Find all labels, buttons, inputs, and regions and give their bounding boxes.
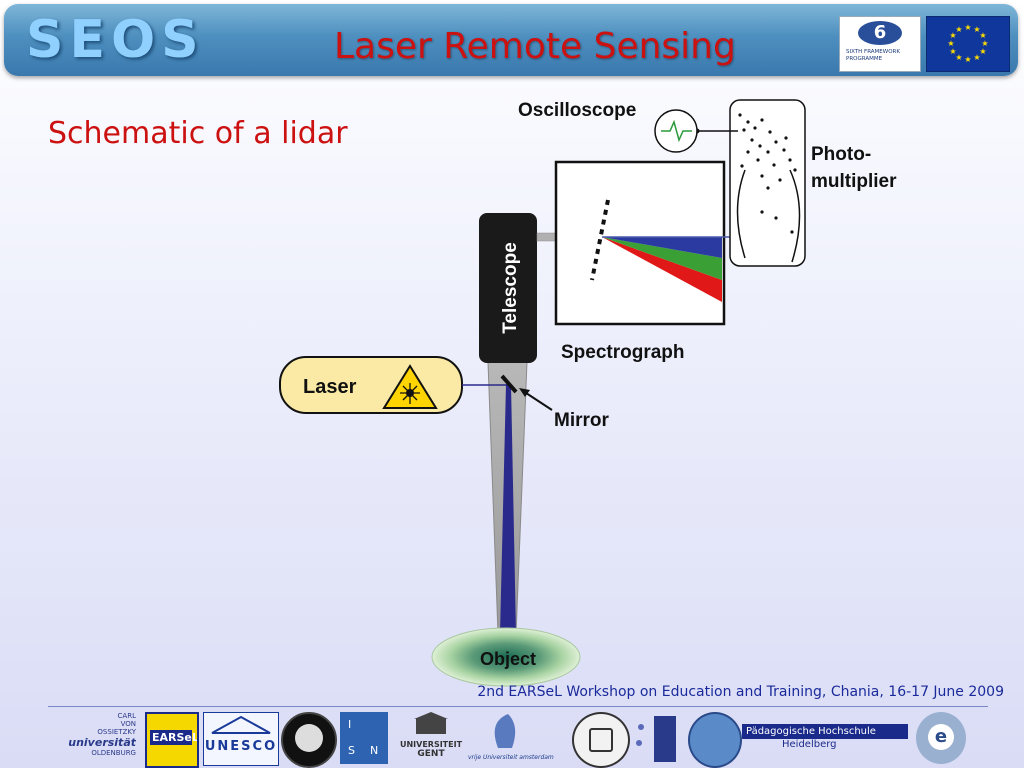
footer-caption: 2nd EARSeL Workshop on Education and Tra… bbox=[477, 684, 1004, 700]
spectrum-blue bbox=[602, 237, 722, 258]
header-bar: SEOS Laser Remote Sensing 6 SIXTH FRAMEW… bbox=[4, 4, 1018, 76]
heidelberg-logo: Pädagogische Hochschule Heidelberg bbox=[742, 712, 908, 764]
svg-text:★: ★ bbox=[955, 53, 962, 62]
dynode-curve-right bbox=[789, 169, 801, 263]
vu-logo: vrije Universiteit amsterdam bbox=[468, 712, 560, 764]
photon-dots bbox=[738, 113, 797, 234]
object-ellipse bbox=[431, 627, 581, 687]
dots-logo bbox=[632, 712, 682, 764]
e-logo: e bbox=[916, 712, 966, 764]
laser-sun-core bbox=[406, 389, 414, 397]
svg-text:★: ★ bbox=[973, 25, 980, 34]
spectrum-green bbox=[602, 237, 722, 280]
mirror bbox=[500, 374, 518, 394]
spectrum-red bbox=[602, 237, 722, 302]
oldenburg-logo: CARL VON OSSIETZKY universität OLDENBURG bbox=[68, 712, 136, 757]
isn-logo: I S N bbox=[340, 712, 388, 764]
temple-icon bbox=[211, 715, 271, 734]
fp6-logo: 6 SIXTH FRAMEWORK PROGRAMME bbox=[839, 16, 921, 72]
svg-text:★: ★ bbox=[949, 47, 956, 56]
photomultiplier-box bbox=[729, 99, 806, 267]
oscilloscope-label: Oscilloscope bbox=[518, 100, 636, 121]
gent-logo: UNIVERSITEIT GENT bbox=[398, 712, 464, 764]
photomultiplier-label-2: multiplier bbox=[811, 171, 897, 192]
mirror-arrow bbox=[522, 390, 553, 411]
griffin-icon bbox=[494, 714, 516, 748]
seal-logo-2 bbox=[572, 712, 630, 768]
svg-text:★: ★ bbox=[947, 39, 954, 48]
svg-text:★: ★ bbox=[981, 39, 988, 48]
fp6-mark-icon: 6 bbox=[858, 21, 902, 45]
globe-logo bbox=[688, 712, 742, 768]
fp6-logo-text: SIXTH FRAMEWORK PROGRAMME bbox=[846, 49, 900, 62]
unesco-logo: UNESCO bbox=[203, 712, 279, 766]
photomultiplier-label-1: Photo- bbox=[811, 144, 871, 165]
eu-stars-icon: ★★★ ★★★ ★★★ ★★★ bbox=[947, 23, 988, 64]
gent-building-icon bbox=[414, 712, 448, 734]
svg-text:★: ★ bbox=[979, 31, 986, 40]
oscilloscope-wave-icon bbox=[661, 119, 692, 143]
seos-logo: SEOS bbox=[26, 10, 205, 70]
eu-flag-icon: ★★★ ★★★ ★★★ ★★★ bbox=[926, 16, 1010, 72]
mirror-arrowhead bbox=[519, 388, 530, 397]
svg-text:★: ★ bbox=[964, 23, 971, 32]
telescope-label: Telescope bbox=[500, 242, 521, 334]
earsel-logo: EARSeL bbox=[145, 712, 199, 768]
telescope-body bbox=[479, 213, 537, 363]
slide-subtitle: Schematic of a lidar bbox=[48, 116, 348, 151]
mirror-label: Mirror bbox=[554, 410, 610, 431]
svg-text:★: ★ bbox=[973, 53, 980, 62]
svg-text:★: ★ bbox=[979, 47, 986, 56]
laser-label: Laser bbox=[303, 376, 357, 398]
seal-logo-1 bbox=[281, 712, 337, 768]
object-label: Object bbox=[480, 649, 536, 669]
spectrograph-label: Spectrograph bbox=[561, 342, 685, 363]
dynode-curve-left bbox=[736, 169, 746, 259]
laser-beam bbox=[500, 384, 516, 634]
slide-title: Laser Remote Sensing bbox=[334, 26, 736, 67]
footer-divider bbox=[48, 706, 988, 707]
svg-text:★: ★ bbox=[955, 25, 962, 34]
svg-text:★: ★ bbox=[964, 55, 971, 64]
svg-text:★: ★ bbox=[949, 31, 956, 40]
diffraction-grating bbox=[590, 199, 610, 281]
